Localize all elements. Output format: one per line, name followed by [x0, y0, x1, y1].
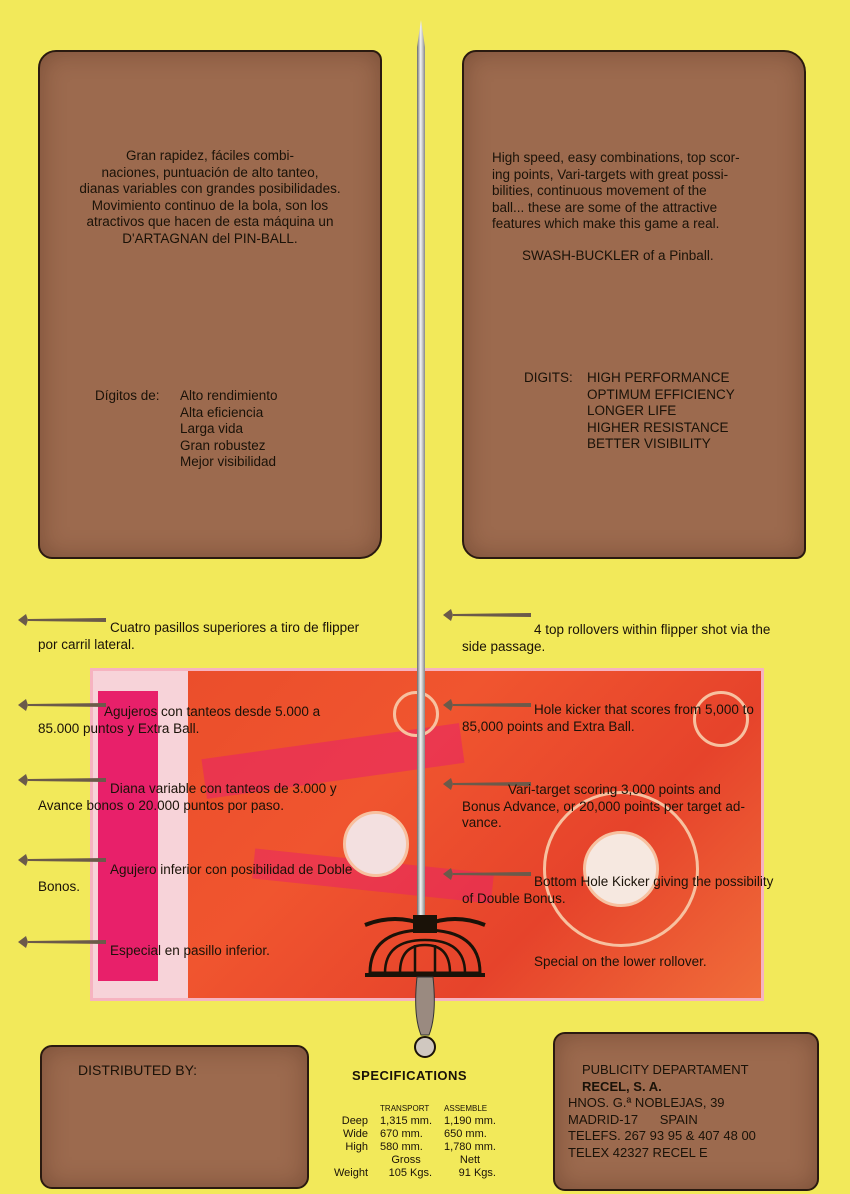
dagger-bullet-icon [443, 609, 531, 621]
english-digits-label: DIGITS: [524, 370, 573, 385]
specifications-title: SPECIFICATIONS [352, 1068, 468, 1083]
feature-en-1: 4 top rollovers within flipper shot via … [462, 622, 771, 654]
sword-blade-graphic [417, 20, 425, 925]
spec-col-assemble: ASSEMBLE [444, 1104, 488, 1113]
distributed-by-label: DISTRIBUTED BY: [78, 1062, 198, 1078]
scroll-english [462, 50, 806, 559]
dagger-bullet-icon [443, 868, 531, 880]
dagger-bullet-icon [18, 614, 106, 626]
spec-row: Weight 105 Kgs. 91 Kgs. [334, 1167, 496, 1179]
english-digits-list: HIGH PERFORMANCE OPTIMUM EFFICIENCY LONG… [587, 370, 735, 451]
spanish-digits-label: Dígitos de: [95, 388, 160, 403]
specifications-table: TRANSPORT ASSEMBLE Deep 1,315 mm. 1,190 … [328, 1102, 502, 1180]
dagger-bullet-icon [18, 699, 106, 711]
spec-row: Gross Nett [391, 1154, 481, 1166]
scroll-distributor [40, 1045, 309, 1189]
feature-es-4: Agujero inferior con posibilidad de Dobl… [38, 862, 353, 894]
dagger-bullet-icon [443, 699, 531, 711]
feature-es-5: Especial en pasillo inferior. [110, 943, 270, 958]
dagger-bullet-icon [18, 774, 106, 786]
feature-en-4: Bottom Hole Kicker giving the possibilit… [462, 874, 774, 906]
spec-row: Deep 1,315 mm. 1,190 mm. [341, 1115, 496, 1127]
spanish-digits-list: Alto rendimiento Alta eficiencia Larga v… [180, 388, 278, 469]
spec-col-transport: TRANSPORT [380, 1104, 430, 1113]
scroll-publicity [553, 1032, 819, 1191]
dagger-bullet-icon [443, 778, 531, 790]
publicity-address: PUBLICITY DEPARTAMENT RECEL, S. A. HNOS.… [568, 1062, 756, 1160]
dagger-bullet-icon [18, 936, 106, 948]
feature-es-1: Cuatro pasillos superiores a tiro de fli… [38, 620, 360, 652]
spec-row: Wide 670 mm. 650 mm. [342, 1128, 487, 1140]
scroll-spanish [38, 50, 382, 559]
dagger-bullet-icon [18, 854, 106, 866]
spanish-intro: Gran rapidez, fáciles combi- naciones, p… [79, 148, 341, 246]
spec-row: High 580 mm. 1,780 mm. [345, 1141, 496, 1153]
feature-en-5: Special on the lower rollover. [534, 954, 707, 969]
english-tagline: SWASH-BUCKLER of a Pinball. [522, 248, 714, 263]
sword-hilt-icon [364, 915, 486, 1058]
english-intro: High speed, easy combinations, top scor-… [492, 150, 740, 231]
